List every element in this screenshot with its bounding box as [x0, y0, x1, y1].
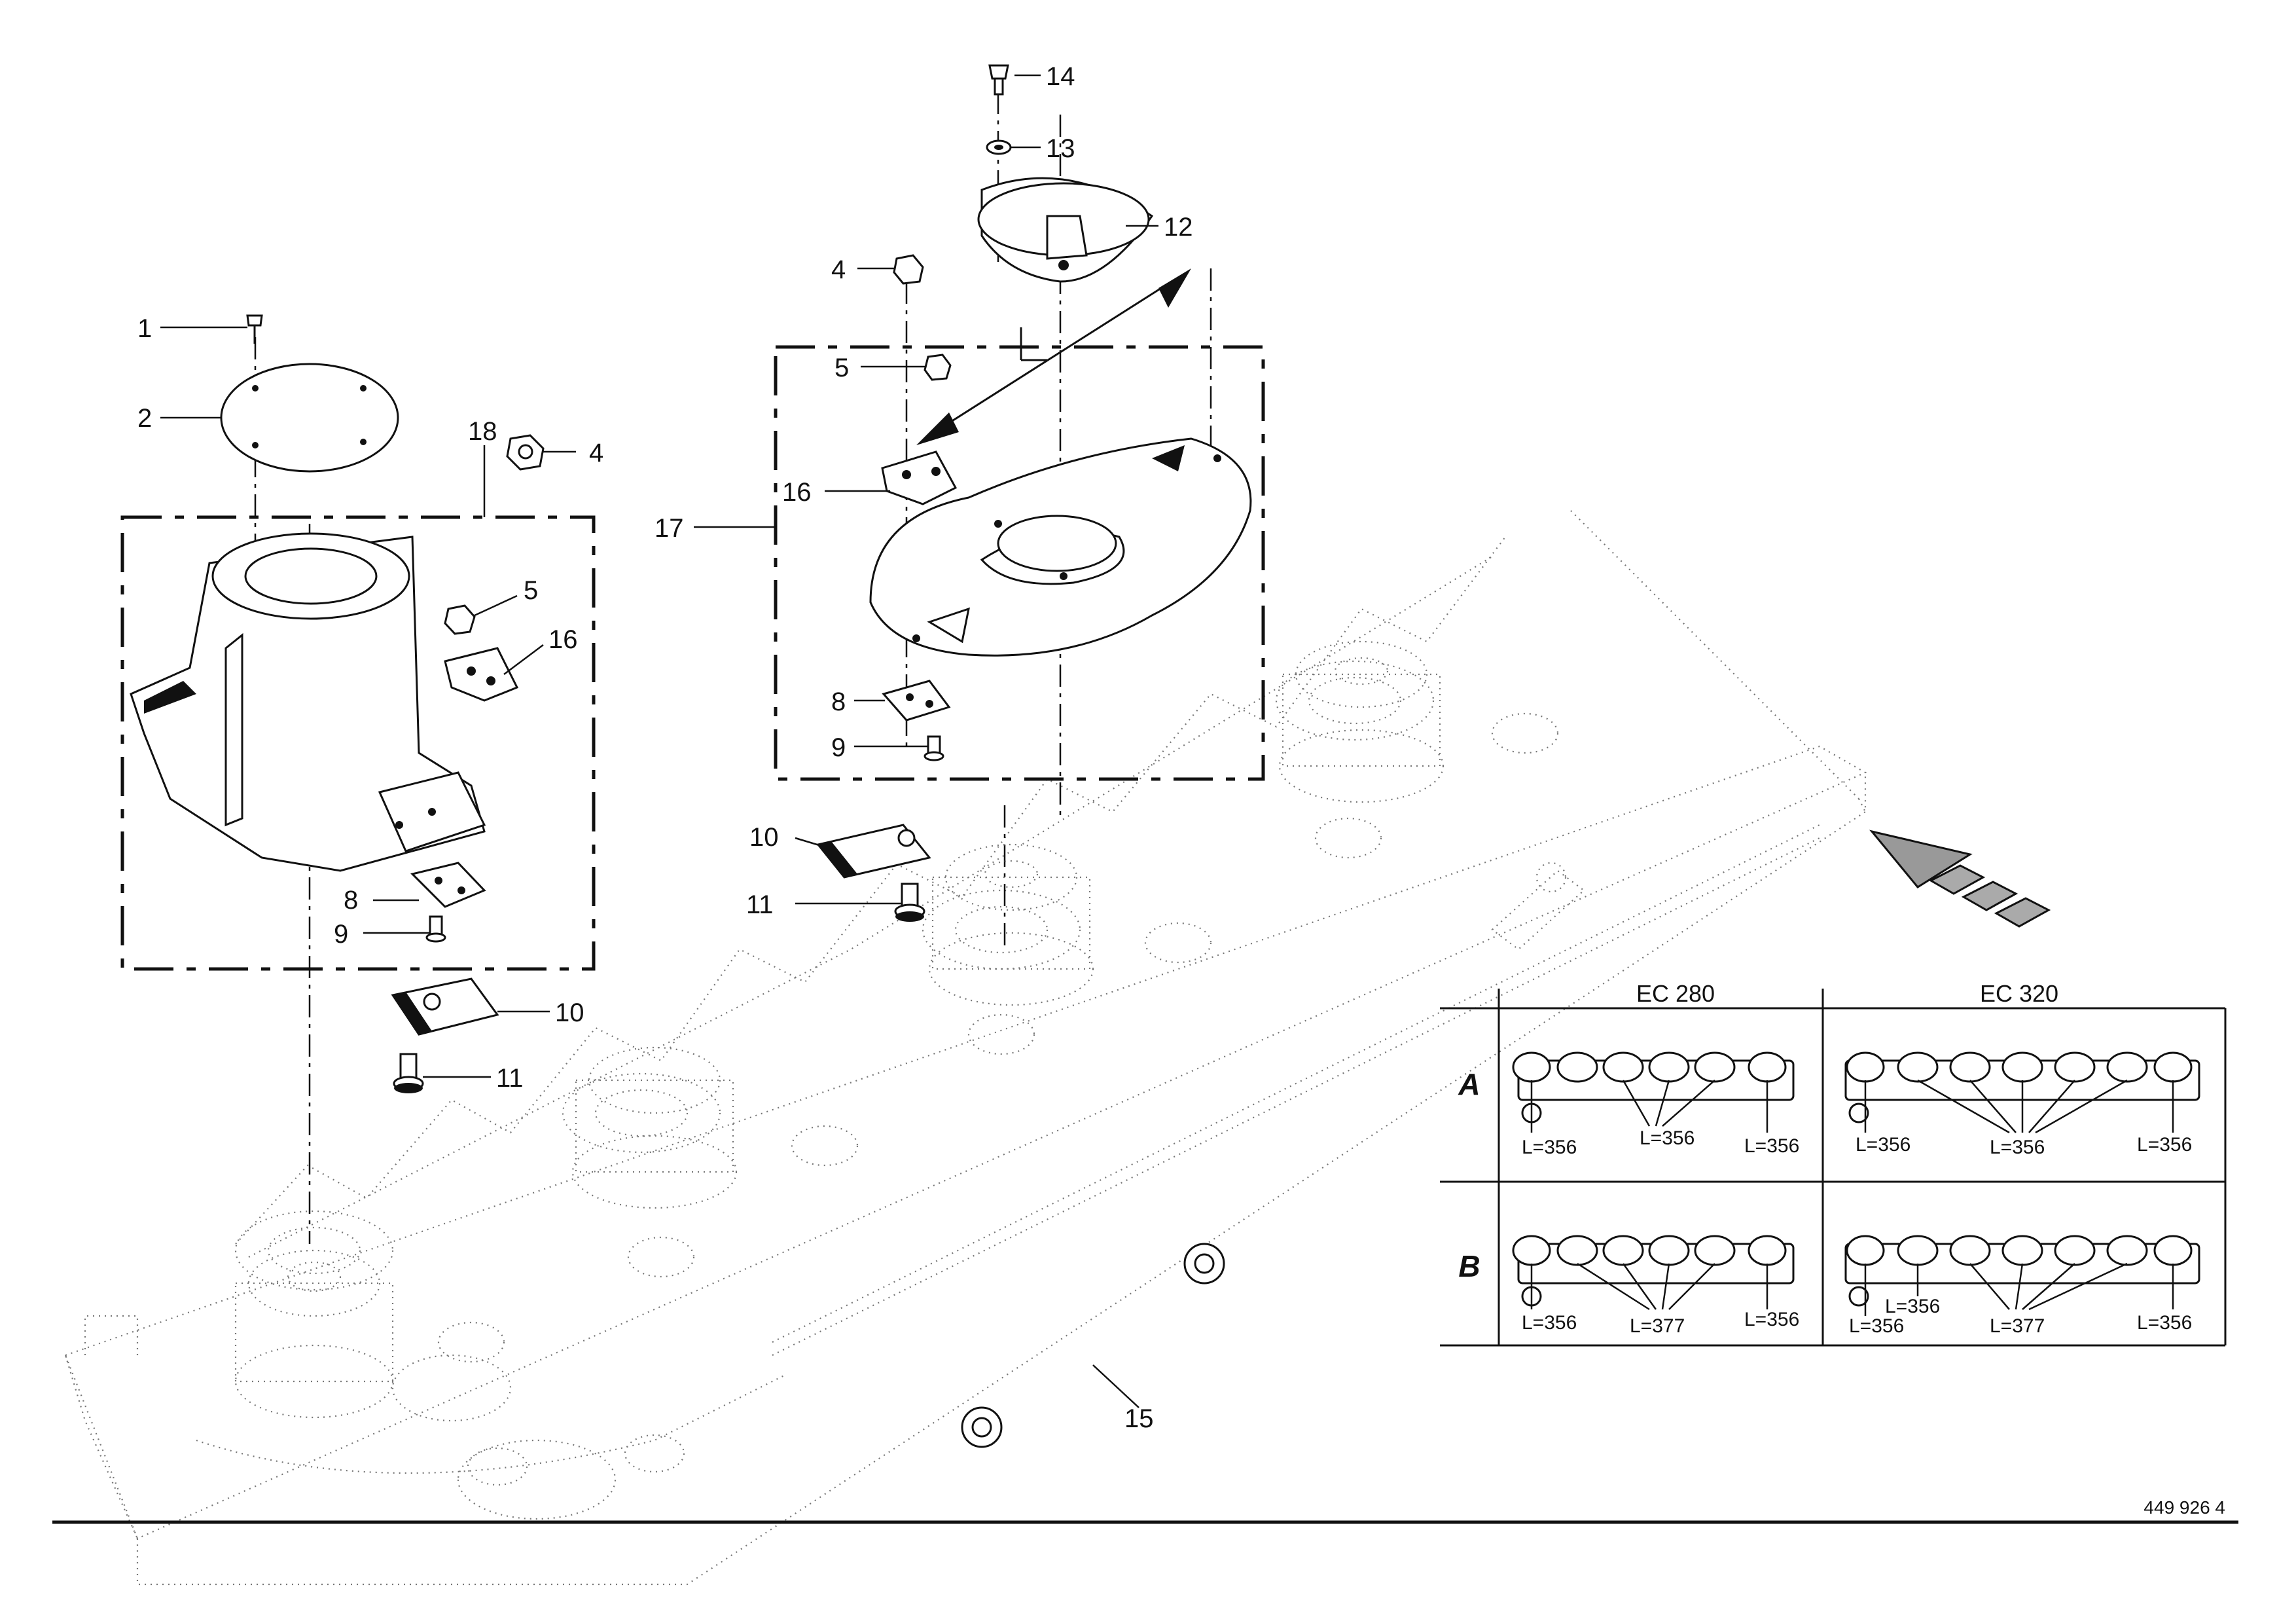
table-row-label-b: B: [1458, 1249, 1480, 1283]
length-label: L=377: [1630, 1315, 1685, 1337]
length-label: L=356: [1522, 1312, 1577, 1334]
callout-8: 8: [344, 886, 358, 915]
callout-8: 8: [831, 687, 846, 716]
callout-4: 4: [831, 255, 846, 284]
document-number: 449 926 4: [2144, 1497, 2225, 1518]
callout-5: 5: [524, 576, 538, 605]
callout-2: 2: [137, 404, 152, 433]
callout-10: 10: [749, 823, 779, 852]
callout-11: 11: [746, 890, 774, 919]
callout-1: 1: [137, 314, 152, 343]
callout-14: 14: [1046, 62, 1075, 91]
assembly-frame-18: [120, 515, 596, 971]
left-assembly: [120, 314, 596, 1419]
length-label: L=356: [1744, 1309, 1799, 1330]
length-label: L=377: [1990, 1315, 2045, 1337]
plate-8-left: [410, 862, 486, 908]
callout-16: 16: [782, 478, 812, 507]
callout-18: 18: [468, 417, 497, 446]
callout-16: 16: [548, 625, 578, 654]
length-label: L=356: [2137, 1312, 2192, 1334]
length-label: L=356: [1744, 1135, 1799, 1157]
table-row-label-a: A: [1458, 1067, 1480, 1101]
table-row-b-ec280-sketch: [1512, 1235, 1795, 1311]
cutter-bar-background: [64, 510, 1867, 1586]
screw-1: [246, 314, 263, 327]
blade-length-table: EC 280 EC 320 A B L=356 L=356 L=356 L=35…: [1440, 980, 2227, 1347]
cover-plate-2: [220, 363, 399, 473]
length-label: L=356: [1885, 1296, 1940, 1317]
middle-assembly: [571, 64, 1444, 1209]
length-label: L=356: [1849, 1315, 1904, 1337]
length-label: L=356: [2137, 1134, 2192, 1156]
clip-16-middle: [881, 450, 958, 505]
wrench-15: [961, 1243, 1225, 1448]
callout-4: 4: [589, 439, 603, 467]
length-label: L=356: [1640, 1127, 1695, 1149]
callout-9: 9: [831, 733, 846, 762]
travel-direction-arrow: [1869, 830, 2051, 928]
bolt-11-left: [399, 1053, 418, 1082]
bolt-14: [988, 64, 1009, 80]
table-row-a-ec280-sketch: [1512, 1051, 1795, 1133]
length-label: L=356: [1522, 1137, 1577, 1158]
length-label: L=356: [1856, 1134, 1910, 1156]
nut-5-middle: [924, 354, 952, 381]
callout-9: 9: [334, 920, 348, 949]
length-label: L=356: [1990, 1137, 2045, 1158]
clip-16-left: [444, 647, 519, 702]
callout-15: 15: [1124, 1404, 1154, 1433]
nut-5-left: [444, 604, 476, 635]
nut-4-middle: [893, 254, 924, 285]
table-col-ec320: EC 320: [1980, 980, 2058, 1007]
assembly-frame-17: [774, 345, 1265, 781]
callout-5: 5: [834, 354, 849, 382]
table-row-b-ec320-sketch: [1844, 1235, 2200, 1316]
callout-13: 13: [1046, 134, 1075, 163]
callout-17: 17: [655, 514, 684, 543]
callout-labels: 1 2 18 4 5 16 8 9 10 11 14 13 12 4 5 16 …: [137, 62, 1193, 1433]
callout-11: 11: [496, 1064, 524, 1093]
table-row-a-ec320-sketch: [1844, 1051, 2200, 1134]
callout-10: 10: [555, 998, 584, 1027]
table-col-ec280: EC 280: [1636, 980, 1715, 1007]
plate-8-middle: [882, 680, 951, 721]
callout-12: 12: [1164, 213, 1193, 242]
